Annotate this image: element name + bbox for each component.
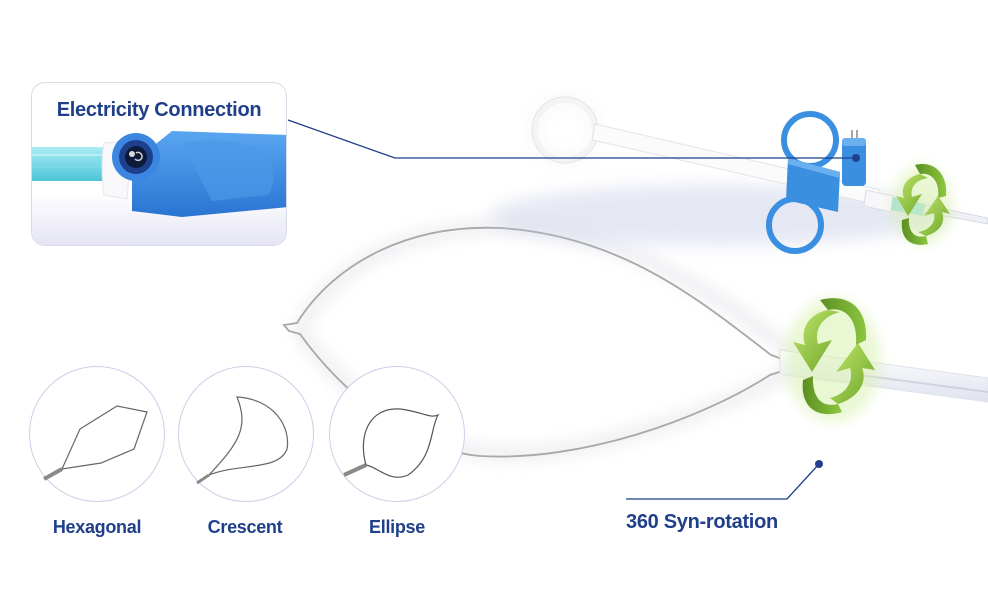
crescent-snare-sample: [178, 366, 314, 502]
thumb-ring: [531, 96, 599, 164]
hexagonal-label: Hexagonal: [52, 517, 142, 537]
ellipse-snare-sample: [329, 366, 465, 502]
electricity-connection-title-overlay: Electricity Connection: [56, 99, 262, 121]
crescent-label: Crescent: [207, 517, 283, 537]
ellipse-label: Ellipse: [369, 517, 425, 537]
callout-line-electricity: [287, 119, 860, 162]
hexagonal-snare-sample: [29, 366, 165, 502]
rotation-arrows-lower-icon: [785, 298, 881, 422]
rotation-callout-label: 360 Syn-rotation: [626, 511, 778, 533]
rotation-arrows-upper-icon: [892, 164, 952, 245]
blue-spool: [766, 111, 866, 254]
connector-closeup-image: [32, 131, 286, 245]
snare-loop-wire: [282, 226, 793, 458]
ellipse-snare-icon: [343, 408, 440, 478]
callout-line-rotation: [626, 460, 823, 500]
crescent-snare-icon: [196, 396, 289, 485]
hexagonal-snare-icon: [43, 405, 148, 481]
electricity-connection-inset: Electricity Connection Ele: [31, 82, 287, 246]
